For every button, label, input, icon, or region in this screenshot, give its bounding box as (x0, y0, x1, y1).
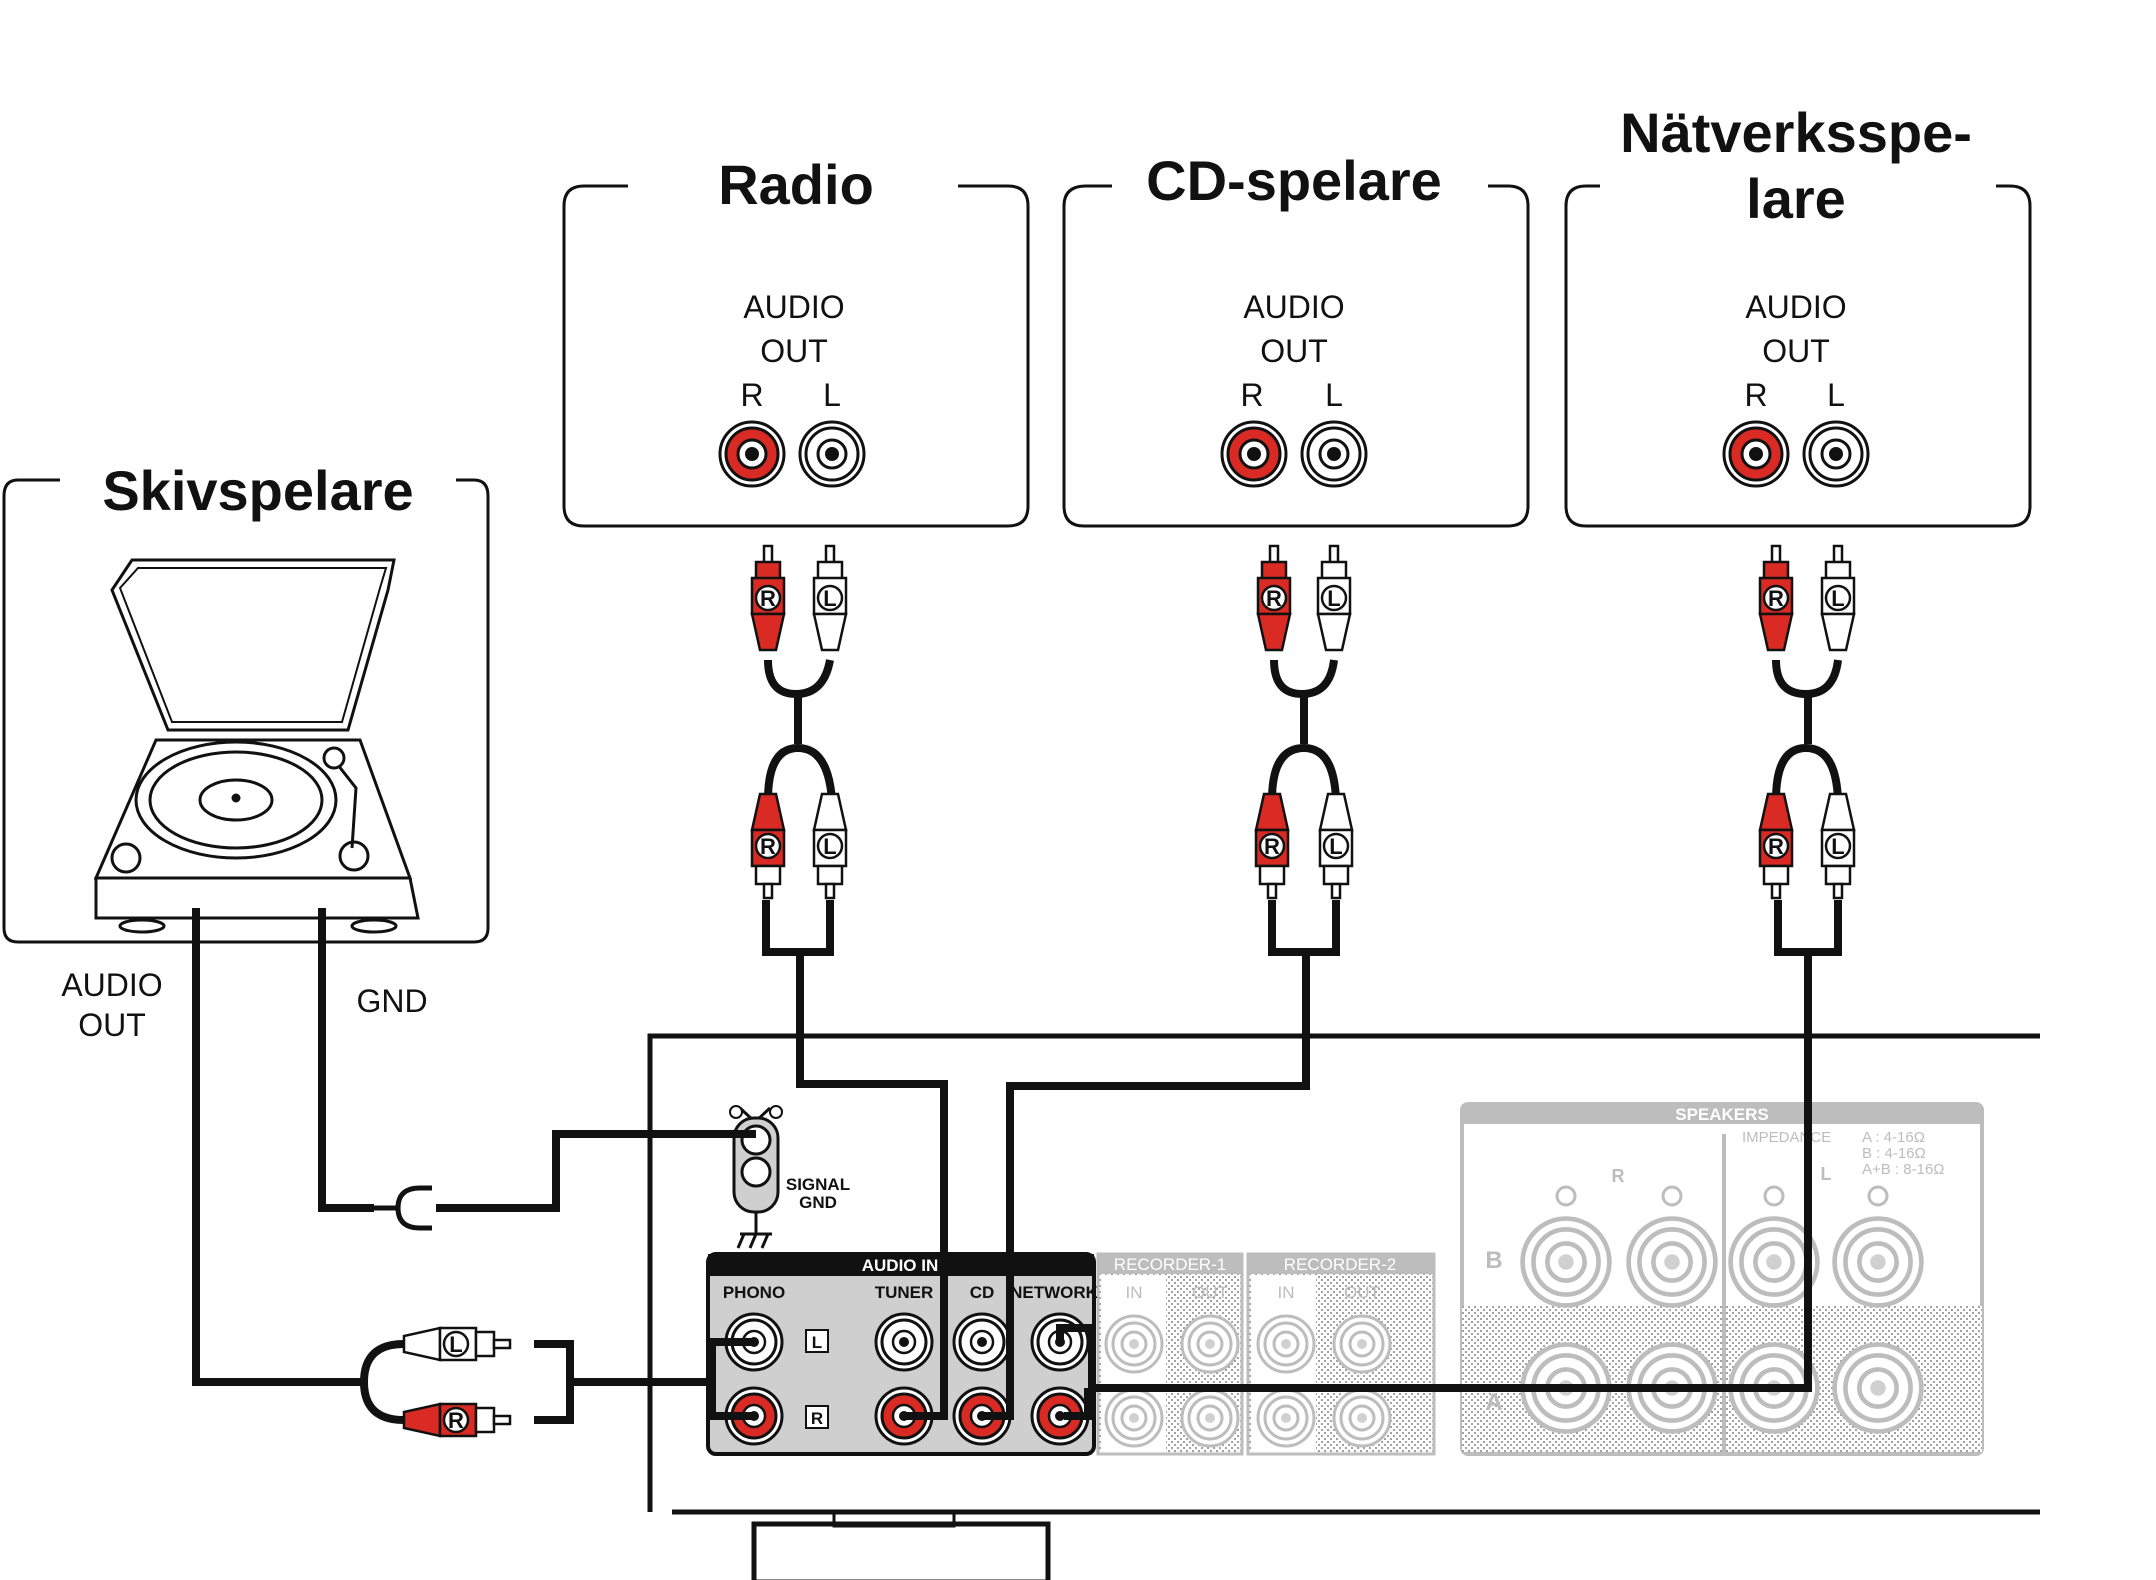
radio-out-jack-r[interactable] (718, 420, 786, 488)
recorder-2-out: OUT (1344, 1283, 1380, 1302)
cd-plug-r-badge-bottom: R (1264, 834, 1280, 859)
cd-plug-l-badge-top: L (1327, 586, 1340, 611)
network-title-line1: Nätverksspe- (1620, 101, 1972, 164)
speaker-r-label: R (1612, 1166, 1625, 1186)
recorder-2-in-r-jack[interactable] (1256, 1388, 1316, 1448)
audio-in-channel-r: R (811, 1409, 823, 1428)
tuner-l-jack[interactable] (874, 1312, 934, 1372)
cd-audio-label-2: OUT (1260, 333, 1328, 369)
turntable-plug-r-badge: R (448, 1408, 464, 1433)
radio-plug-l-badge-bottom: L (823, 834, 836, 859)
speaker-panel: SPEAKERS IMPEDANCE A : 4-16Ω B : 4-16Ω A… (1460, 1102, 1984, 1456)
network-plug-l-badge-bottom: L (1831, 834, 1844, 859)
recorder-2-out-l-jack[interactable] (1332, 1314, 1392, 1374)
cd-out-jack-r[interactable] (1220, 420, 1288, 488)
input-label-phono: PHONO (723, 1283, 785, 1302)
turntable-gnd-label: GND (356, 983, 427, 1019)
receiver-body (647, 1033, 2040, 1580)
gnd-fork-icon (374, 1185, 432, 1231)
cd-title: CD-spelare (1146, 149, 1442, 212)
recorder-2-panel: RECORDER-2 IN OUT (1246, 1252, 1436, 1456)
cd-r-label: R (1240, 377, 1263, 413)
turntable-device: Skivspelare AUDIO OUT GND (2, 459, 490, 1043)
network-l-label: L (1827, 377, 1845, 413)
input-label-cd: CD (970, 1283, 995, 1302)
impedance-a: A : 4-16Ω (1862, 1129, 1925, 1146)
signal-gnd-label-2: GND (799, 1193, 837, 1212)
radio-r-label: R (740, 377, 763, 413)
plug-badges: R L R L R L R L R L R L L R (442, 584, 1852, 1434)
cd-l-label: L (1325, 377, 1343, 413)
network-out-jack-r[interactable] (1722, 420, 1790, 488)
network-title-line2: lare (1746, 167, 1846, 230)
impedance-b: B : 4-16Ω (1862, 1145, 1926, 1162)
network-plug-r-badge-top: R (1768, 586, 1784, 611)
audio-in-channel-l: L (812, 1333, 822, 1352)
recorder-1-out: OUT (1192, 1283, 1228, 1302)
cd-l-jack[interactable] (952, 1312, 1012, 1372)
speaker-a-label: A (1485, 1389, 1502, 1416)
radio-title: Radio (718, 153, 874, 216)
network-device: Nätverksspe- lare AUDIO OUT R L (1564, 101, 2032, 528)
signal-gnd-terminal[interactable]: SIGNAL GND (729, 1105, 850, 1249)
turntable-audio-out-label-1: AUDIO (61, 967, 162, 1003)
radio-plug-l-badge-top: L (823, 586, 836, 611)
impedance-label: IMPEDANCE (1742, 1129, 1831, 1146)
cd-out-jack-l[interactable] (1300, 420, 1368, 488)
network-plug-l-badge-top: L (1831, 586, 1844, 611)
input-label-tuner: TUNER (875, 1283, 934, 1302)
cd-plug-l-badge-bottom: L (1329, 834, 1342, 859)
turntable-title: Skivspelare (102, 459, 413, 522)
radio-audio-label-2: OUT (760, 333, 828, 369)
recorder-1-title: RECORDER-1 (1114, 1255, 1226, 1274)
speakers-title: SPEAKERS (1675, 1105, 1769, 1124)
recorder-2-title: RECORDER-2 (1284, 1255, 1396, 1274)
recorder-1-in: IN (1126, 1283, 1143, 1302)
recorder-1-in-r-jack[interactable] (1104, 1388, 1164, 1448)
recorder-2-in: IN (1278, 1283, 1295, 1302)
network-out-jack-l[interactable] (1802, 420, 1870, 488)
cd-plug-r-badge-top: R (1266, 586, 1282, 611)
radio-plug-r-badge-top: R (760, 586, 776, 611)
recorder-1-out-l-jack[interactable] (1180, 1314, 1240, 1374)
radio-out-jack-l[interactable] (798, 420, 866, 488)
speaker-b-label: B (1485, 1247, 1502, 1274)
input-label-network: NETWORK (1010, 1283, 1099, 1302)
network-audio-label-1: AUDIO (1745, 289, 1846, 325)
turntable-audio-out-label-2: OUT (78, 1007, 146, 1043)
audio-in-title: AUDIO IN (862, 1256, 939, 1275)
cd-device: CD-spelare AUDIO OUT R L (1062, 149, 1530, 528)
turntable-icon (93, 558, 420, 934)
recorder-1-panel: RECORDER-1 IN OUT (1096, 1252, 1244, 1456)
impedance-ab: A+B : 8-16Ω (1862, 1161, 1945, 1178)
radio-device: Radio AUDIO OUT R L (562, 153, 1030, 528)
turntable-plug-l-badge: L (449, 1332, 462, 1357)
radio-l-label: L (823, 377, 841, 413)
network-plug-r-badge-bottom: R (1768, 834, 1784, 859)
network-audio-label-2: OUT (1762, 333, 1830, 369)
radio-audio-label-1: AUDIO (743, 289, 844, 325)
radio-plug-r-badge-bottom: R (760, 834, 776, 859)
network-r-label: R (1744, 377, 1767, 413)
cd-audio-label-1: AUDIO (1243, 289, 1344, 325)
recorder-1-out-r-jack[interactable] (1180, 1388, 1240, 1448)
speaker-l-label: L (1821, 1164, 1832, 1184)
recorder-1-in-l-jack[interactable] (1104, 1314, 1164, 1374)
signal-gnd-label-1: SIGNAL (786, 1175, 850, 1194)
audio-in-panel: AUDIO IN PHONO TUNER CD NETWORK L R (706, 1252, 1099, 1456)
recorder-2-in-l-jack[interactable] (1256, 1314, 1316, 1374)
recorder-2-out-r-jack[interactable] (1332, 1388, 1392, 1448)
